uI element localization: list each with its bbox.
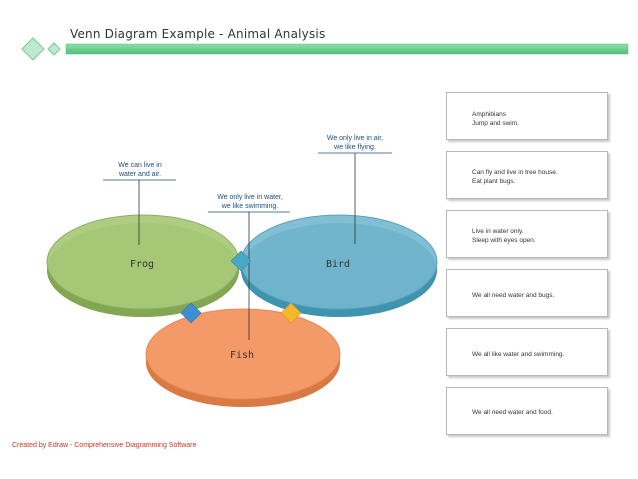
fish-label: Fish (230, 350, 255, 361)
legend-text-amphibians: Amphibians Jump and swim. (472, 110, 519, 128)
fish-note-line-1: We only live in water, (217, 194, 283, 201)
legend-box-water-swimming (446, 328, 608, 376)
legend-text-water-swimming: We all like water and swimming. (472, 350, 564, 359)
bird-note: We only live in air, we like flying. (310, 134, 400, 152)
bird-fish-diamond (280, 302, 302, 324)
legend-text-water-bugs-1: We all need water and bugs. (472, 292, 555, 299)
header-diamond-large (21, 37, 45, 61)
legend-text-amphibians-2: Jump and swim. (472, 120, 519, 127)
legend-text-bird-1: Can fly and live in tree house. (472, 169, 558, 176)
bird-label: Bird (326, 259, 351, 270)
fish-note-line-2: we like swimming. (221, 203, 279, 210)
credit-text: Created by Edraw - Comprehensive Diagram… (12, 442, 197, 449)
legend-text-water-swimming-1: We all like water and swimming. (472, 351, 565, 358)
legend-text-water-food-1: We all need water and food. (472, 409, 553, 416)
legend-text-water-bugs: We all need water and bugs. (472, 291, 554, 300)
frog-fish-diamond (180, 302, 202, 324)
fish-note: We only live in water, we like swimming. (200, 193, 300, 211)
legend-box-bird (446, 151, 608, 199)
frog-note-line-2: water and air. (118, 171, 162, 178)
page-title: Venn Diagram Example - Animal Analysis (70, 27, 326, 41)
legend-text-water-food: We all need water and food. (472, 408, 553, 417)
legend-text-fish: Live in water only. Sleep with eyes open… (472, 227, 536, 245)
frog-label: Frog (130, 259, 155, 270)
legend-text-amphibians-1: Amphibians (472, 111, 506, 118)
header-bar (65, 43, 629, 55)
legend-box-water-bugs (446, 269, 608, 317)
bird-disc (240, 214, 438, 317)
frog-note: We can live in water and air. (100, 161, 180, 179)
frog-bird-diamond (230, 250, 252, 272)
legend-text-fish-2: Sleep with eyes open. (472, 237, 536, 244)
bird-note-line-1: We only live in air, (326, 135, 384, 142)
legend-text-bird: Can fly and live in tree house. Eat plan… (472, 168, 558, 186)
bird-note-line-2: we like flying. (334, 144, 376, 151)
legend-text-fish-1: Live in water only. (472, 228, 524, 235)
legend-box-water-food (446, 387, 608, 435)
legend-box-fish (446, 210, 608, 258)
header-diamond-small (47, 42, 61, 56)
legend-text-bird-2: Eat plant bugs. (472, 178, 516, 185)
frog-note-line-1: We can live in (118, 162, 162, 169)
legend-box-amphibians (446, 92, 608, 140)
fish-disc (145, 308, 341, 407)
